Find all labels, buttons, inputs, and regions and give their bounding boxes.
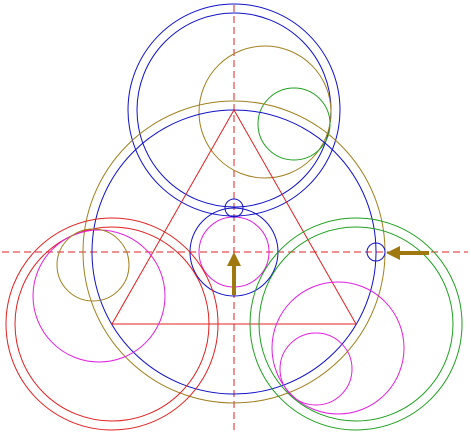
left-magenta-circle — [32, 229, 166, 363]
arrow-left-icon — [386, 246, 429, 260]
top-green-circle — [257, 87, 331, 161]
right-green-outer-circle — [249, 217, 463, 431]
arrow-up-icon — [227, 252, 241, 295]
right-green-inner-circle — [258, 226, 454, 422]
small-top-blue-circle — [224, 198, 244, 218]
small-right-blue-circle — [366, 242, 386, 262]
left-red-outer-circle — [5, 217, 219, 431]
red-triangle — [111, 108, 357, 325]
top-blue-outer-circle — [127, 3, 341, 217]
top-olive-circle — [198, 45, 332, 179]
left-red-inner-circle — [14, 226, 210, 422]
left-olive-circle — [56, 228, 130, 302]
right-small-magenta-circle — [279, 332, 353, 406]
right-magenta-circle — [271, 281, 405, 415]
